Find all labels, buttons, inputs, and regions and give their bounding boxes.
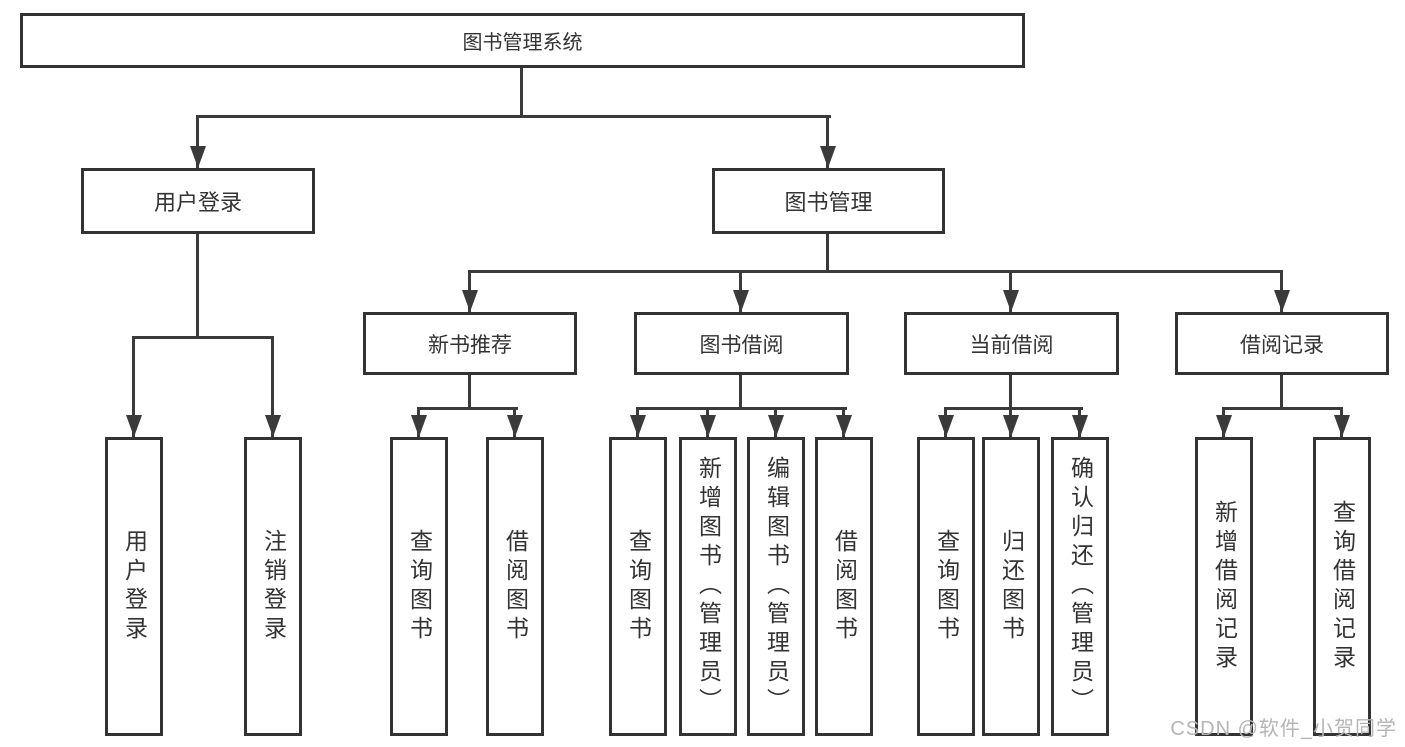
connector-line: [826, 234, 829, 273]
leaf-query-books-borrow-label: 查询图书: [625, 528, 652, 645]
leaf-user-login-label: 用户登录: [121, 528, 148, 645]
arrowhead-icon: [1274, 290, 1290, 312]
arrowhead-icon: [1216, 415, 1232, 437]
connector-line: [196, 115, 831, 118]
arrowhead-icon: [265, 415, 281, 437]
leaf-query-books-recommend-label: 查询图书: [406, 528, 433, 645]
leaf-logout: 注销登录: [244, 437, 302, 736]
node-borrowing-records: 借阅记录: [1175, 312, 1389, 375]
arrowhead-icon: [1003, 290, 1019, 312]
leaf-borrow-books-label: 借阅图书: [831, 528, 858, 645]
leaf-logout-label: 注销登录: [260, 528, 287, 645]
leaf-borrow-books: 借阅图书: [815, 437, 873, 736]
arrowhead-icon: [1072, 415, 1088, 437]
connector-line: [636, 407, 847, 410]
arrowhead-icon: [820, 146, 836, 168]
leaf-return-books: 归还图书: [982, 437, 1040, 736]
connector-line: [826, 115, 829, 168]
node-library-system-label: 图书管理系统: [462, 32, 583, 54]
leaf-edit-books-admin: 编辑图书（管理员）: [747, 437, 805, 736]
leaf-query-borrow-record-label: 查询借阅记录: [1329, 499, 1356, 674]
watermark: CSDN @软件_小贺同学: [1170, 718, 1397, 740]
connector-line: [196, 234, 199, 338]
leaf-borrow-books-recommend: 借阅图书: [486, 437, 544, 736]
leaf-edit-books-admin-label: 编辑图书（管理员）: [763, 456, 790, 717]
leaf-add-books-admin-label: 新增图书（管理员）: [695, 456, 722, 717]
connector-line: [468, 375, 471, 410]
connector-line: [271, 336, 274, 437]
leaf-query-books-borrow: 查询图书: [609, 437, 667, 736]
leaf-confirm-return-admin: 确认归还（管理员）: [1051, 437, 1109, 736]
leaf-add-borrow-record: 新增借阅记录: [1195, 437, 1253, 736]
connector-line: [1222, 407, 1343, 410]
leaf-query-books-recommend: 查询图书: [390, 437, 448, 736]
node-library-system: 图书管理系统: [20, 13, 1025, 68]
node-book-management-label: 图书管理: [784, 190, 873, 215]
node-book-management: 图书管理: [712, 168, 945, 234]
leaf-add-borrow-record-label: 新增借阅记录: [1211, 499, 1238, 674]
connector-line: [468, 270, 1283, 273]
connector-line: [132, 336, 135, 437]
node-book-borrowing-label: 图书借阅: [699, 333, 784, 357]
arrowhead-icon: [733, 290, 749, 312]
arrowhead-icon: [700, 415, 716, 437]
connector-line: [944, 407, 1083, 410]
arrowhead-icon: [462, 290, 478, 312]
leaf-user-login: 用户登录: [105, 437, 163, 736]
arrowhead-icon: [938, 415, 954, 437]
leaf-query-books-current: 查询图书: [917, 437, 975, 736]
arrowhead-icon: [1003, 415, 1019, 437]
node-new-book-recommendation-label: 新书推荐: [428, 333, 512, 357]
connector-line: [739, 375, 742, 410]
connector-line: [132, 336, 274, 339]
node-user-login: 用户登录: [81, 168, 315, 234]
node-borrowing-records-label: 借阅记录: [1240, 333, 1324, 357]
node-user-login-label: 用户登录: [153, 190, 242, 215]
arrowhead-icon: [126, 415, 142, 437]
leaf-return-books-label: 归还图书: [998, 528, 1025, 645]
arrowhead-icon: [190, 146, 206, 168]
leaf-query-borrow-record: 查询借阅记录: [1313, 437, 1371, 736]
node-current-borrowing: 当前借阅: [904, 312, 1119, 375]
connector-line: [1280, 375, 1283, 410]
leaf-query-books-current-label: 查询图书: [933, 528, 960, 645]
leaf-borrow-books-recommend-label: 借阅图书: [502, 528, 529, 645]
arrowhead-icon: [630, 415, 646, 437]
connector-line: [1009, 375, 1012, 410]
arrowhead-icon: [507, 415, 523, 437]
arrowhead-icon: [411, 415, 427, 437]
connector-line: [417, 407, 518, 410]
arrowhead-icon: [1334, 415, 1350, 437]
leaf-confirm-return-admin-label: 确认归还（管理员）: [1067, 456, 1094, 717]
arrowhead-icon: [768, 415, 784, 437]
connector-line: [196, 115, 199, 168]
leaf-add-books-admin: 新增图书（管理员）: [679, 437, 737, 736]
node-book-borrowing: 图书借阅: [634, 312, 849, 375]
arrowhead-icon: [836, 415, 852, 437]
node-new-book-recommendation: 新书推荐: [363, 312, 577, 375]
node-current-borrowing-label: 当前借阅: [969, 333, 1054, 357]
connector-line: [520, 68, 523, 118]
